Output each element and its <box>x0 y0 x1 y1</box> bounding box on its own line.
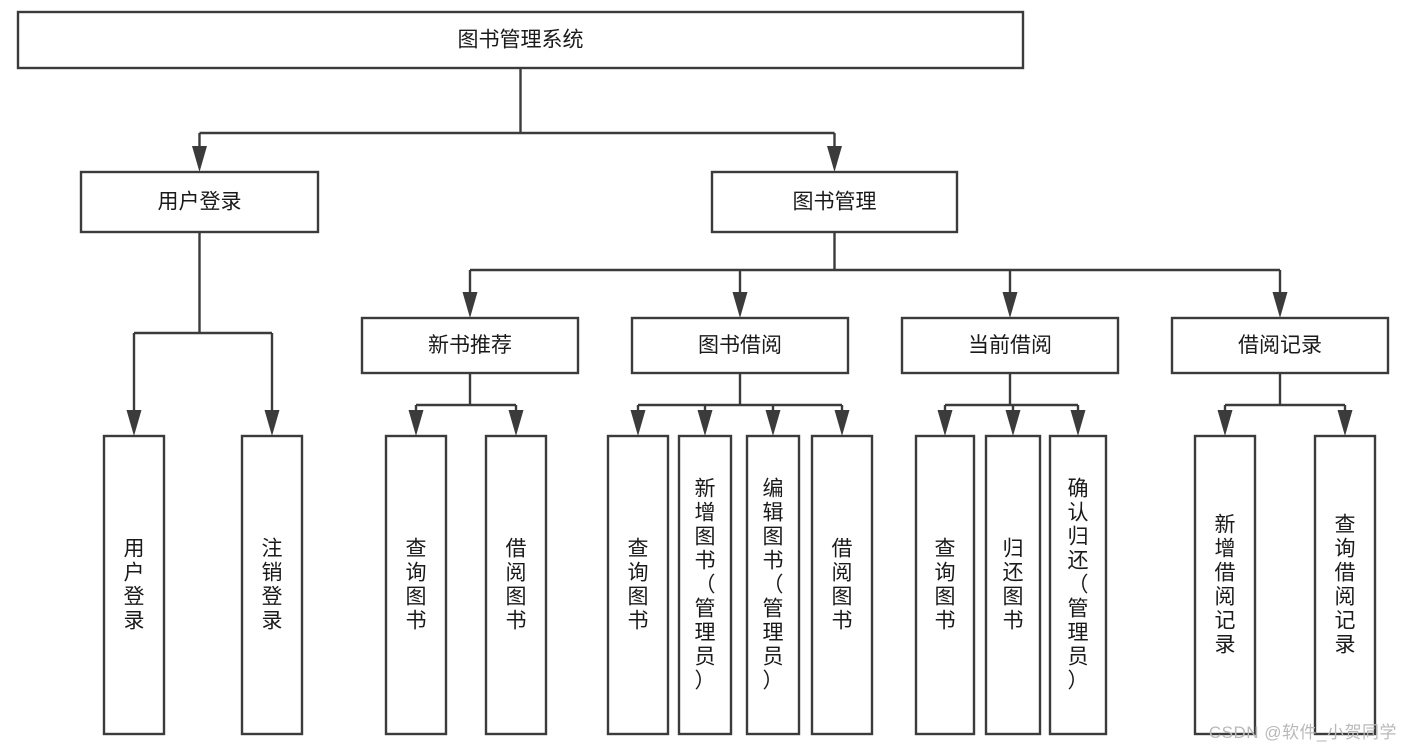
connector-group-borrow <box>630 373 850 436</box>
node-label-root: 图书管理系统 <box>458 29 584 52</box>
node-label-b4: 借阅图书 <box>832 538 853 633</box>
node-box-current[interactable] <box>900 316 1120 375</box>
node-label-current: 当前借阅 <box>968 334 1052 357</box>
node-l1[interactable]: 用户登录 <box>102 434 166 736</box>
node-label-record: 借阅记录 <box>1238 334 1322 357</box>
node-newbook[interactable]: 新书推荐 <box>360 316 580 375</box>
node-label-borrow: 图书借阅 <box>698 334 782 357</box>
node-box-record[interactable] <box>1170 316 1390 375</box>
node-layer: 图书管理系统用户登录图书管理新书推荐图书借阅当前借阅借阅记录用户登录注销登录查询… <box>16 10 1390 736</box>
node-label-c3: 确认归还（管理员） <box>1068 478 1089 693</box>
node-box-c3[interactable] <box>1048 434 1108 736</box>
node-box-root[interactable] <box>16 10 1025 70</box>
connector-layer <box>126 68 1353 436</box>
node-box-l2[interactable] <box>240 434 304 736</box>
node-box-borrow[interactable] <box>630 316 850 375</box>
node-box-r1[interactable] <box>1193 434 1257 736</box>
node-label-b2: 新增图书（管理员） <box>695 478 716 693</box>
connector-group-root <box>192 68 842 172</box>
node-label-r1: 新增借阅记录 <box>1215 514 1236 657</box>
node-label-l2: 注销登录 <box>262 538 283 633</box>
connector-group-bookmgmt <box>462 232 1288 318</box>
node-b4[interactable]: 借阅图书 <box>810 434 874 736</box>
node-login[interactable]: 用户登录 <box>79 170 320 234</box>
connector-group-login <box>126 232 280 436</box>
node-box-b2[interactable] <box>677 434 733 736</box>
node-c2[interactable]: 归还图书 <box>984 434 1042 736</box>
node-bookmgmt[interactable]: 图书管理 <box>710 170 959 234</box>
node-box-b4[interactable] <box>810 434 874 736</box>
node-box-newbook[interactable] <box>360 316 580 375</box>
node-box-r2[interactable] <box>1313 434 1377 736</box>
node-label-c2: 归还图书 <box>1003 538 1024 633</box>
node-box-b1[interactable] <box>606 434 670 736</box>
node-borrow[interactable]: 图书借阅 <box>630 316 850 375</box>
node-l2[interactable]: 注销登录 <box>240 434 304 736</box>
watermark-label: CSDN @软件_小贺同学 <box>1208 723 1397 742</box>
node-label-r2: 查询借阅记录 <box>1335 514 1356 657</box>
node-n1[interactable]: 查询图书 <box>384 434 448 736</box>
connector-group-current <box>937 373 1086 436</box>
node-root[interactable]: 图书管理系统 <box>16 10 1025 70</box>
node-box-c1[interactable] <box>914 434 976 736</box>
node-box-n2[interactable] <box>484 434 548 736</box>
node-box-login[interactable] <box>79 170 320 234</box>
connector-group-newbook <box>408 373 524 436</box>
node-box-c2[interactable] <box>984 434 1042 736</box>
node-label-n1: 查询图书 <box>406 538 427 633</box>
node-label-b1: 查询图书 <box>628 538 649 633</box>
node-record[interactable]: 借阅记录 <box>1170 316 1390 375</box>
node-label-l1: 用户登录 <box>124 538 145 633</box>
node-b2[interactable]: 新增图书（管理员） <box>677 434 733 736</box>
node-b3[interactable]: 编辑图书（管理员） <box>745 434 801 736</box>
node-box-b3[interactable] <box>745 434 801 736</box>
node-c1[interactable]: 查询图书 <box>914 434 976 736</box>
node-label-n2: 借阅图书 <box>506 538 527 633</box>
node-r2[interactable]: 查询借阅记录 <box>1313 434 1377 736</box>
node-label-newbook: 新书推荐 <box>428 334 512 357</box>
node-label-c1: 查询图书 <box>935 538 956 633</box>
node-box-bookmgmt[interactable] <box>710 170 959 234</box>
node-box-l1[interactable] <box>102 434 166 736</box>
node-box-n1[interactable] <box>384 434 448 736</box>
node-n2[interactable]: 借阅图书 <box>484 434 548 736</box>
node-label-login: 用户登录 <box>158 191 242 214</box>
connector-group-record <box>1217 373 1353 436</box>
node-c3[interactable]: 确认归还（管理员） <box>1048 434 1108 736</box>
node-r1[interactable]: 新增借阅记录 <box>1193 434 1257 736</box>
node-label-b3: 编辑图书（管理员） <box>763 478 784 693</box>
node-current[interactable]: 当前借阅 <box>900 316 1120 375</box>
node-b1[interactable]: 查询图书 <box>606 434 670 736</box>
node-label-bookmgmt: 图书管理 <box>793 191 877 214</box>
